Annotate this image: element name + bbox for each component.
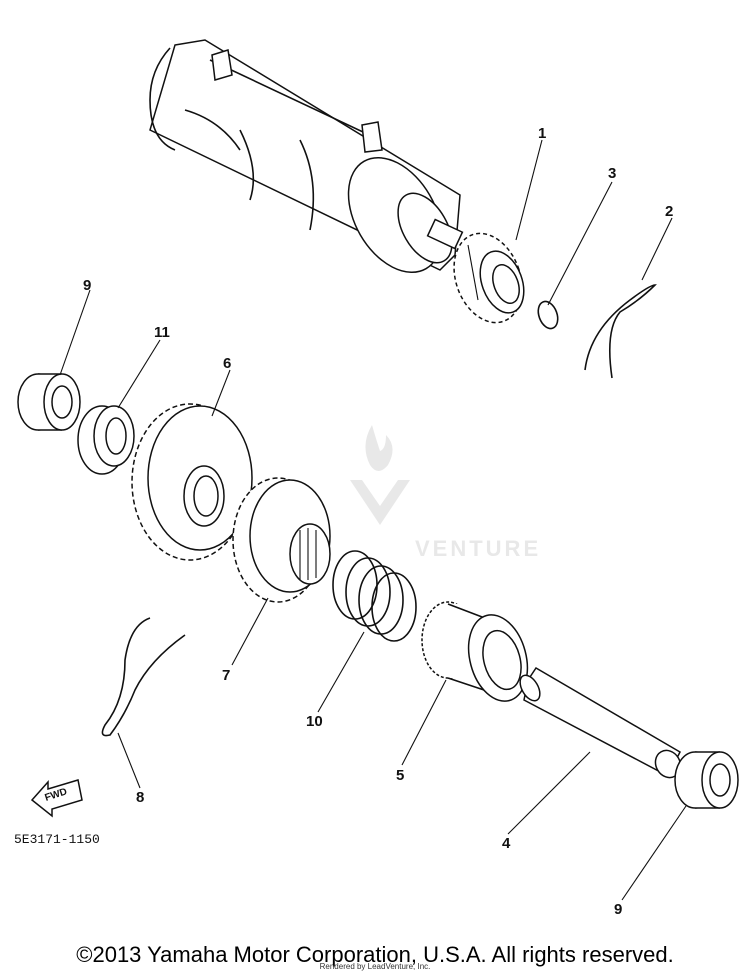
callouts: 1 2 3 4 5 6 7 8 9 9 10 11 <box>83 125 673 918</box>
callout-5: 5 <box>396 767 404 784</box>
callout-6: 6 <box>223 355 231 372</box>
part-7-medium-gear <box>232 477 331 603</box>
v-logo-icon <box>350 480 410 525</box>
callout-3: 3 <box>608 165 616 182</box>
part-9-bearing-left <box>17 373 81 431</box>
part-1-starter-gear <box>453 232 525 324</box>
callout-2: 2 <box>665 203 673 220</box>
callout-1: 1 <box>538 125 546 142</box>
callout-9-right: 9 <box>614 901 622 918</box>
leadventure-watermark: VENTURE <box>350 425 541 561</box>
callout-10: 10 <box>306 713 323 730</box>
callout-9-left: 9 <box>83 277 91 294</box>
part-4-shaft <box>519 666 682 779</box>
part-2-wire-clip <box>584 284 657 379</box>
callout-7: 7 <box>222 667 230 684</box>
diagram-part-code: 5E3171-1150 <box>14 832 100 847</box>
starter-motor <box>149 39 464 274</box>
callout-11: 11 <box>154 324 170 341</box>
watermark-text: VENTURE <box>415 536 541 561</box>
part-8-wire-clip <box>101 617 186 737</box>
callout-4: 4 <box>502 835 511 852</box>
part-6-large-gear <box>131 403 253 561</box>
part-10-spring <box>332 550 417 642</box>
part-9-bearing-right <box>674 751 739 809</box>
flame-icon <box>365 425 393 471</box>
part-11-collar <box>77 405 135 475</box>
fwd-arrow-icon: FWD <box>30 779 83 818</box>
copyright-notice: ©2013 Yamaha Motor Corporation, U.S.A. A… <box>76 942 674 967</box>
leader-lines <box>59 139 687 901</box>
part-5-splined-sleeve <box>421 601 529 702</box>
rendered-by-notice: Rendered by LeadVenture, Inc. <box>319 962 431 971</box>
callout-8: 8 <box>136 789 144 806</box>
part-3-circlip <box>537 300 559 330</box>
